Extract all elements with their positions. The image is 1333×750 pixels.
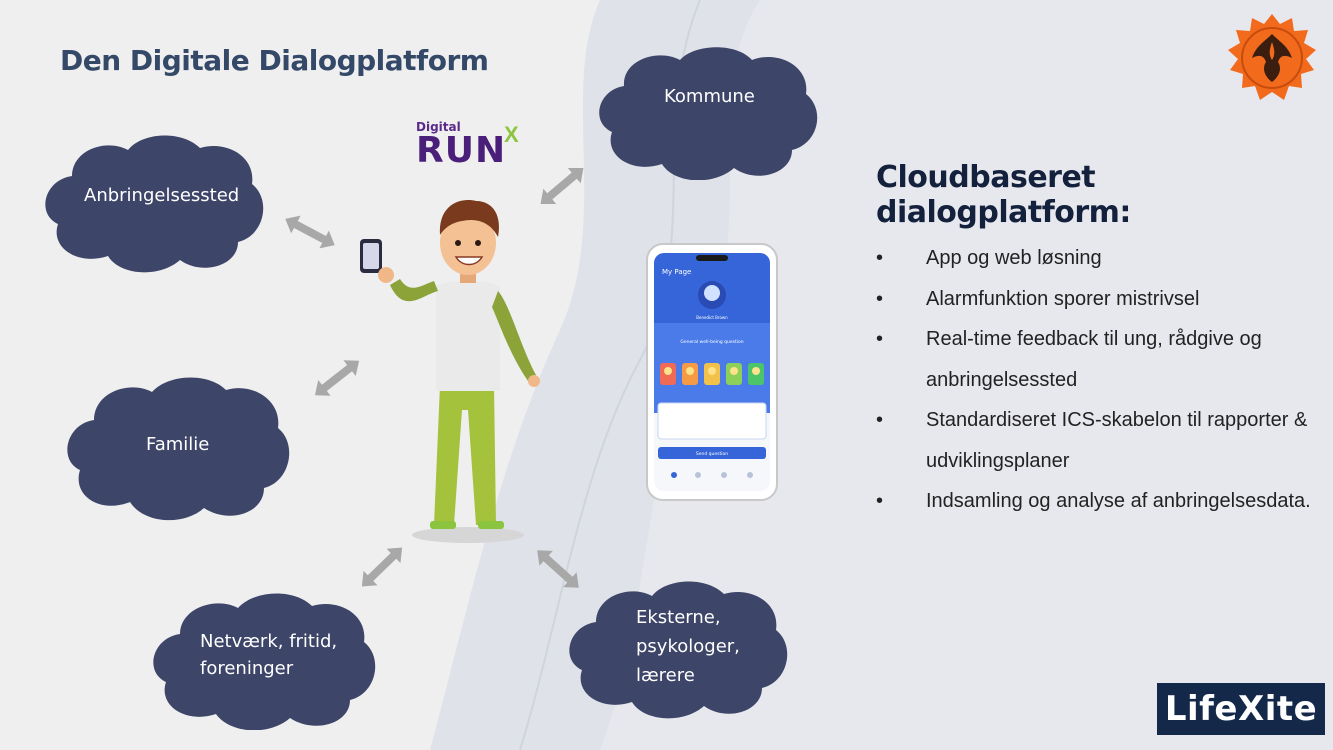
cloud-kommune: Kommune (596, 46, 822, 180)
cloud-shape (45, 135, 264, 273)
feature-list-item: • Standardiseret ICS-skabelon til rappor… (876, 400, 1316, 481)
cloud-label-anbringelsessted: Anbringelsessted (84, 185, 240, 206)
feature-text: Alarmfunktion sporer mistrivsel (926, 287, 1200, 310)
arrow-kommune (540, 168, 584, 204)
bullet-dot: • (876, 328, 884, 350)
cloud-label-kommune: Kommune (664, 86, 755, 107)
cloud-anbringelsessted: Anbringelsessted (42, 132, 268, 274)
arrow-eksterne (537, 550, 579, 588)
feature-text: Indsamling og analyse af anbringelsesdat… (926, 490, 1311, 512)
lifexite-logo: LifeXite (1157, 683, 1325, 735)
right-section-title: Cloudbaseret dialogplatform: (876, 160, 1131, 230)
phone-send-button-label: Send question (696, 451, 728, 457)
cloud-label-eksterne-line1: Eksterne, (636, 607, 721, 628)
phone-header-text: My Page (662, 268, 691, 276)
arrow-anbringelsessted (285, 215, 335, 249)
bullet-dot: • (876, 490, 884, 512)
cloud-shape (569, 581, 788, 719)
cloud-eksterne: Eksterne, psykologer, lærere (566, 578, 792, 720)
digital-run-logo-small-text: Digital (416, 120, 461, 134)
bullet-dot: • (876, 247, 884, 269)
page-title: Den Digitale Dialogplatform (60, 44, 489, 77)
cloud-label-netvaerk-line1: Netværk, fritid, (200, 631, 338, 652)
feature-text: Real-time feedback til ung, rådgive og a… (926, 328, 1262, 391)
cloud-label-familie: Familie (146, 434, 210, 455)
cloud-shape (67, 377, 290, 521)
feature-list-item: • App og web løsning (876, 238, 1316, 279)
cloud-familie: Familie (64, 374, 294, 522)
person-illustration (360, 200, 540, 543)
cloud-label-eksterne-line2: psykologer, (636, 636, 740, 657)
arrow-netvaerk (361, 547, 403, 587)
cloud-shape (153, 593, 376, 730)
feature-list-item: • Indsamling og analyse af anbringelsesd… (876, 481, 1316, 522)
feature-list: • App og web løsning • Alarmfunktion spo… (876, 238, 1316, 522)
phone-mockup: My Page Benedict Brown General well-bein… (646, 243, 778, 501)
feature-list-item: • Real-time feedback til ung, rådgive og… (876, 319, 1316, 400)
feature-text: Standardiseret ICS-skabelon til rapporte… (926, 409, 1308, 472)
feature-text: App og web løsning (926, 247, 1102, 269)
digital-run-logo-big-text: RUN (416, 130, 507, 171)
feature-list-item: • Alarmfunktion sporer mistrivsel (876, 279, 1316, 320)
digital-run-logo: Digital RUN X (416, 120, 526, 171)
digital-run-logo-x: X (504, 122, 519, 147)
bullet-dot: • (876, 287, 884, 310)
bullet-dot: • (876, 409, 884, 431)
cloud-shape (599, 47, 818, 180)
phone-question-title: General well-being question (680, 339, 743, 345)
cloud-netvaerk: Netværk, fritid, foreninger (150, 592, 380, 730)
cloud-label-eksterne-line3: lærere (636, 665, 695, 686)
phoenix-logo (1228, 14, 1316, 100)
cloud-label-netvaerk-line2: foreninger (200, 658, 294, 679)
phone-user-name: Benedict Brown (696, 315, 728, 320)
arrow-familie (314, 360, 360, 396)
